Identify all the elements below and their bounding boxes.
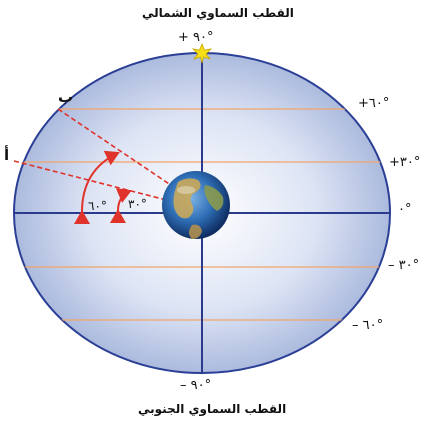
dec-plus-30-label: +٣٠° (389, 155, 421, 170)
point-a-label: أ (4, 146, 10, 164)
earth-icon (162, 171, 230, 239)
north-pole-label: القطب السماوي الشمالي (142, 6, 294, 20)
dec-minus-30-label: – ٣٠° (388, 258, 420, 273)
north-pole-star-icon (191, 42, 213, 64)
sight-line-b (57, 108, 191, 199)
angle-30-label: ٣٠° (128, 197, 147, 211)
dec-zero-label: ٠° (398, 202, 412, 217)
angle-60-label: ٦٠° (88, 199, 107, 213)
point-b-label: ب (58, 88, 74, 106)
angle-arc-30 (109, 188, 132, 224)
south-pole-label: القطب السماوي الجنوبي (138, 402, 287, 416)
dec-minus-60-label: – ٦٠° (352, 318, 384, 333)
south-pole-degree-label: – ٩٠° (180, 378, 212, 393)
angle-arc-60 (73, 150, 120, 225)
north-pole-degree-label: + ٩٠° (178, 30, 214, 45)
dec-plus-60-label: +٦٠° (358, 96, 390, 111)
